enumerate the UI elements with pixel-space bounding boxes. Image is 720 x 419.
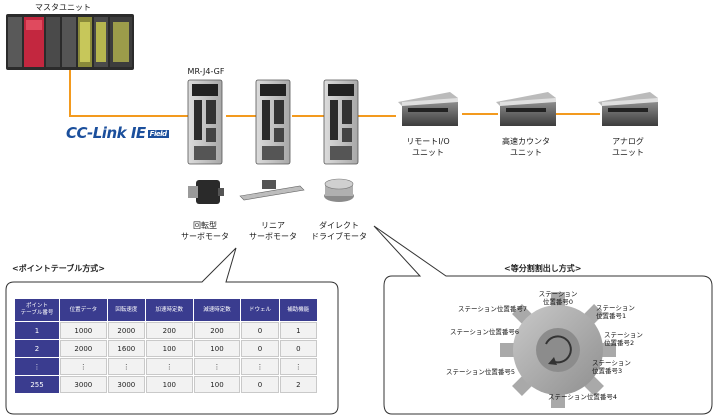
point-table-row-index: 2 xyxy=(15,340,59,357)
table-cell: ⋮ xyxy=(193,358,241,375)
station-label-1: ステーション 位置番号1 xyxy=(596,304,635,320)
table-cell: ⋮ xyxy=(60,358,107,375)
master-plc-unit xyxy=(6,14,134,70)
station-label-line1: ステーション xyxy=(538,290,578,298)
table-cell: 200 xyxy=(145,322,193,339)
table-cell: ⋮ xyxy=(279,358,317,375)
table-cell: 100 xyxy=(145,376,193,393)
io-label-line2: ユニット xyxy=(412,148,444,157)
table-cell: 2000 xyxy=(107,322,145,339)
point-table-col-header: 補助機能 xyxy=(279,299,317,321)
io-label-counter: 高速カウンタ ユニット xyxy=(490,136,562,158)
point-table-row-index: 255 xyxy=(15,376,59,393)
table-cell: 100 xyxy=(145,340,193,357)
table-row: 2 2000 1600 100 100 0 0 xyxy=(15,340,317,357)
table-cell: ⋮ xyxy=(107,358,145,375)
servo-model-label: MR-J4-GF xyxy=(187,67,225,76)
station-label-7: ステーション位置番号7 xyxy=(458,305,527,313)
point-table-row-index: ⋮ xyxy=(15,358,59,375)
station-label-0: ステーション 位置番号0 xyxy=(532,290,584,306)
rotary-servo-motor xyxy=(188,180,224,204)
indexing-gear xyxy=(500,292,616,408)
table-cell: 0 xyxy=(279,340,317,357)
table-cell: ⋮ xyxy=(145,358,193,375)
table-cell: 100 xyxy=(193,376,241,393)
table-cell: 2000 xyxy=(60,340,107,357)
linear-servo-motor xyxy=(239,180,305,201)
motor-label-direct-drive: ダイレクト ドライブモータ xyxy=(306,220,372,242)
station-label-4: ステーション位置番号4 xyxy=(548,393,617,401)
motor-label-line2: サーボモータ xyxy=(249,232,297,241)
motor-label-line1: ダイレクト xyxy=(319,221,359,230)
table-cell: 0 xyxy=(241,340,279,357)
station-label-5: ステーション位置番号5 xyxy=(446,368,515,376)
point-table-col-header: 位置データ xyxy=(60,299,107,321)
motor-label-line2: サーボモータ xyxy=(181,232,229,241)
io-label-line2: ユニット xyxy=(612,148,644,157)
table-cell: 3000 xyxy=(107,376,145,393)
table-cell: 1600 xyxy=(107,340,145,357)
table-cell: 0 xyxy=(241,322,279,339)
station-label-line1: ステーション xyxy=(604,331,643,339)
table-cell: 3000 xyxy=(60,376,107,393)
station-label-line1: ステーション xyxy=(596,304,635,312)
station-label-3: ステーション 位置番号3 xyxy=(592,359,631,375)
station-label-line2: 位置番号3 xyxy=(592,367,623,375)
table-cell: 0 xyxy=(241,376,279,393)
direct-drive-motor xyxy=(324,178,354,202)
point-table-col-header: 回転速度 xyxy=(107,299,145,321)
table-row: ⋮ ⋮ ⋮ ⋮ ⋮ ⋮ ⋮ xyxy=(15,358,317,375)
point-table-corner-header: ポイント テーブル番号 xyxy=(15,299,59,321)
motor-label-line1: 回転型 xyxy=(193,221,217,230)
station-label-line2: 位置番号2 xyxy=(604,339,635,347)
point-table: ポイント テーブル番号 位置データ 回転速度 加速時定数 減速時定数 ドウェル … xyxy=(14,298,318,394)
cclink-brand-main: CC-Link xyxy=(66,124,127,142)
point-table-title: <ポイントテーブル方式> xyxy=(12,264,105,273)
station-label-line1: ステーション xyxy=(592,359,631,367)
station-label-line2: ステーション位置番号7 xyxy=(458,305,528,313)
station-label-line2: 位置番号0 xyxy=(542,298,574,306)
table-row: 1 1000 2000 200 200 0 1 xyxy=(15,322,317,339)
io-label-line1: アナログ xyxy=(612,137,644,146)
table-cell: 100 xyxy=(193,340,241,357)
table-cell: 2 xyxy=(279,376,317,393)
table-row: 255 3000 3000 100 100 0 2 xyxy=(15,376,317,393)
station-label-line2: ステーション位置番号5 xyxy=(446,368,516,376)
indexing-title: <等分割割出し方式> xyxy=(504,264,582,273)
point-table-col-header: 減速時定数 xyxy=(193,299,241,321)
cclink-brand-ie: IE xyxy=(130,124,146,142)
station-label-line2: ステーション位置番号6 xyxy=(450,328,520,336)
table-cell: ⋮ xyxy=(241,358,279,375)
servo-amplifiers xyxy=(187,79,359,165)
station-label-6: ステーション位置番号6 xyxy=(450,328,519,336)
point-table-header-row: ポイント テーブル番号 位置データ 回転速度 加速時定数 減速時定数 ドウェル … xyxy=(15,299,317,321)
table-cell: 1 xyxy=(279,322,317,339)
motor-label-line2: ドライブモータ xyxy=(311,232,367,241)
station-label-line2: ステーション位置番号4 xyxy=(548,393,618,401)
table-cell: 200 xyxy=(193,322,241,339)
motor-label-linear: リニア サーボモータ xyxy=(240,220,306,242)
io-label-line1: 高速カウンタ xyxy=(502,137,550,146)
io-unit-modules xyxy=(398,92,658,126)
point-table-col-header: ドウェル xyxy=(241,299,279,321)
io-label-analog: アナログ ユニット xyxy=(592,136,664,158)
station-label-2: ステーション 位置番号2 xyxy=(604,331,643,347)
point-table-row-index: 1 xyxy=(15,322,59,339)
io-label-line1: リモートI/O xyxy=(406,137,450,146)
network-cable xyxy=(69,52,600,117)
io-label-line2: ユニット xyxy=(510,148,542,157)
table-cell: 1000 xyxy=(60,322,107,339)
motor-label-rotary: 回転型 サーボモータ xyxy=(172,220,238,242)
io-label-remote: リモートI/O ユニット xyxy=(392,136,464,158)
cclink-brand-field: Field xyxy=(147,130,169,138)
master-unit-label: マスタユニット xyxy=(35,3,91,12)
motor-label-line1: リニア xyxy=(261,221,285,230)
point-table-col-header: 加速時定数 xyxy=(145,299,193,321)
station-label-line2: 位置番号1 xyxy=(596,312,627,320)
